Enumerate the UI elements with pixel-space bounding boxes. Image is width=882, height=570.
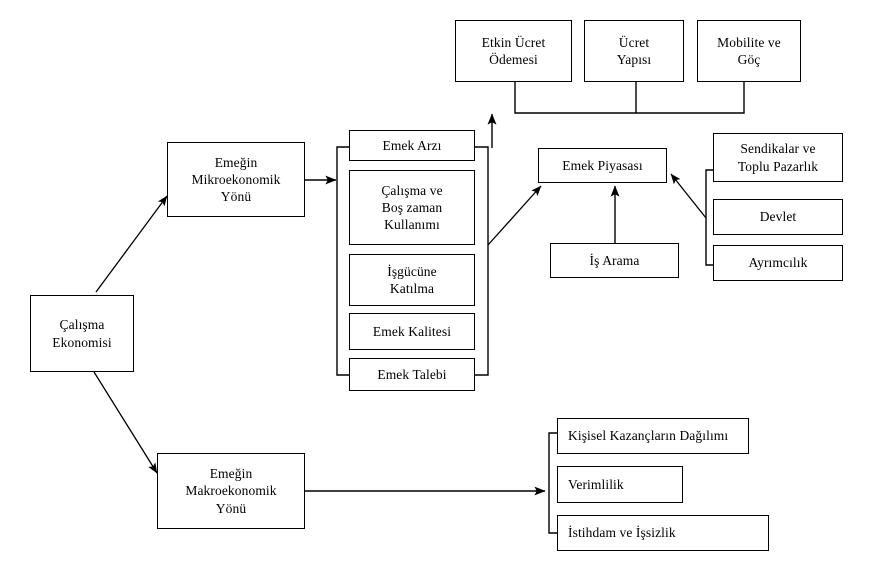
node-label: İş Arama — [589, 252, 640, 268]
node-is-arama[interactable]: İş Arama — [550, 243, 679, 278]
connector-micro-group-to-emek-piyasasi — [487, 185, 542, 246]
node-emegin-mikroekonomik-yonu[interactable]: Emeğin Mikroekonomik Yönü — [167, 142, 305, 217]
node-verimlilik[interactable]: Verimlilik — [557, 466, 683, 503]
node-label: Çalışma ve Boş zaman Kullanımı — [381, 182, 443, 233]
node-emek-arzi[interactable]: Emek Arzı — [349, 130, 475, 161]
node-devlet[interactable]: Devlet — [713, 199, 843, 235]
node-ayrimcilik[interactable]: Ayrımcılık — [713, 245, 843, 281]
node-ucret-yapisi[interactable]: Ücret Yapısı — [584, 20, 684, 82]
node-label: Ayrımcılık — [748, 255, 808, 271]
connector-root-to-mikroekonomik — [95, 195, 168, 293]
node-etkin-ucret-odemesi[interactable]: Etkin Ücret Ödemesi — [455, 20, 572, 82]
node-label: Emek Talebi — [377, 366, 447, 382]
node-label: İşgücüne Katılma — [387, 263, 437, 296]
node-emek-piyasasi[interactable]: Emek Piyasası — [538, 148, 667, 183]
connector-right-group-to-emek-piyasasi — [670, 173, 707, 219]
node-kisisel-kazanclarin-dagilimi[interactable]: Kişisel Kazançların Dağılımı — [557, 418, 749, 454]
bracket-micro-group-right — [475, 146, 489, 376]
node-label: Sendikalar ve Toplu Pazarlık — [737, 141, 819, 174]
node-label: Çalışma Ekonomisi — [52, 317, 112, 350]
node-emegin-makroekonomik-yonu[interactable]: Emeğin Makroekonomik Yönü — [157, 453, 305, 529]
bracket-macro-group-left — [548, 432, 557, 534]
bracket-micro-group-left — [336, 146, 349, 376]
node-calisma-ekonomisi[interactable]: Çalışma Ekonomisi — [30, 295, 134, 372]
node-label: Emek Arzı — [382, 137, 442, 153]
node-sendikalar-ve-toplu-pazarlik[interactable]: Sendikalar ve Toplu Pazarlık — [713, 133, 843, 182]
node-istihdam-ve-issizlik[interactable]: İstihdam ve İşsizlik — [557, 515, 769, 551]
node-label: Kişisel Kazançların Dağılımı — [568, 428, 729, 444]
node-label: Verimlilik — [568, 476, 624, 492]
node-label: Emek Piyasası — [562, 157, 643, 173]
node-isgucune-katilma[interactable]: İşgücüne Katılma — [349, 254, 475, 306]
bracket-right-group — [705, 169, 713, 266]
node-mobilite-ve-goc[interactable]: Mobilite ve Göç — [697, 20, 801, 82]
node-label: Etkin Ücret Ödemesi — [481, 34, 546, 67]
node-label: Mobilite ve Göç — [717, 34, 781, 67]
node-emek-talebi[interactable]: Emek Talebi — [349, 358, 475, 391]
node-label: Devlet — [759, 209, 797, 225]
bracket-outputs-bottom — [514, 82, 745, 114]
node-calisma-ve-bos-zaman-kullanimi[interactable]: Çalışma ve Boş zaman Kullanımı — [349, 170, 475, 245]
connector-root-to-makroekonomik — [93, 371, 158, 474]
node-label: Emeğin Mikroekonomik Yönü — [191, 154, 281, 205]
node-label: Emek Kalitesi — [372, 323, 452, 339]
node-label: İstihdam ve İşsizlik — [568, 525, 676, 541]
node-emek-kalitesi[interactable]: Emek Kalitesi — [349, 313, 475, 350]
node-label: Emeğin Makroekonomik Yönü — [185, 466, 277, 516]
node-label: Ücret Yapısı — [616, 34, 652, 67]
